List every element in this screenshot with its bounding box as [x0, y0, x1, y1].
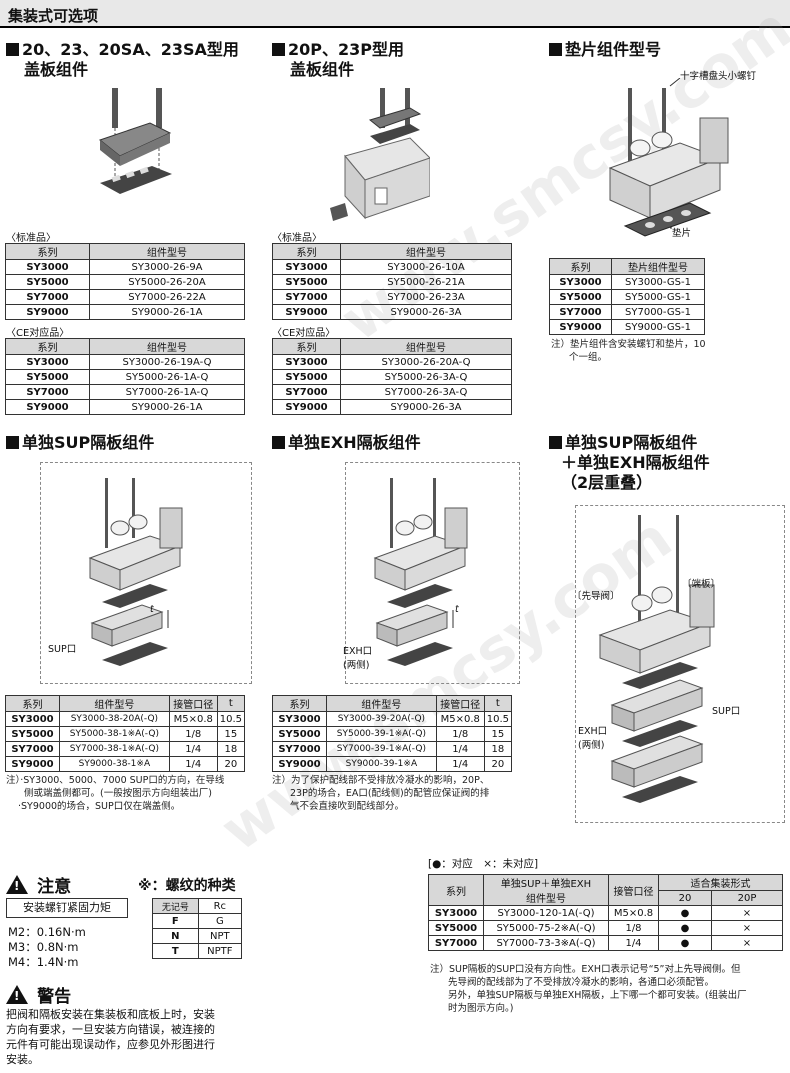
gasket-label: 垫片 — [672, 228, 692, 239]
bullet-square-icon — [549, 43, 562, 56]
section2-title: 20P、23P型用 盖板组件 — [272, 40, 404, 80]
t-dimension-label: t — [455, 604, 459, 615]
section1-std-label: 〈标准品〉 — [6, 233, 56, 244]
sup-port-label: SUP口 — [712, 706, 741, 717]
section5-title: 单独EXH隔板组件 — [272, 433, 421, 453]
pilot-valve-label: 〔先导阀〕 — [572, 591, 620, 602]
section2-ce-label: 〈CE对应品〉 — [272, 328, 336, 339]
section2-std-label: 〈标准品〉 — [272, 233, 322, 244]
torque-box: 安装螺钉紧固力矩 — [6, 898, 128, 918]
gasket-assembly-illustration — [608, 78, 729, 237]
bullet-square-icon — [272, 43, 285, 56]
bullet-square-icon — [6, 436, 19, 449]
stacked-spacer-illustration — [598, 515, 715, 803]
section6-figure-frame — [575, 505, 785, 823]
exh-port-label: EXH口 (两侧) — [578, 726, 608, 751]
torque-values: M2：0.16N·m M3：0.8N·m M4：1.4N·m — [8, 925, 86, 969]
legend-label: [●：对应 ×：未对应] — [428, 858, 539, 870]
section6-title: 单独SUP隔板组件 ＋单独EXH隔板组件 （2层重叠） — [549, 433, 710, 493]
t-dimension-label: t — [150, 604, 154, 615]
end-plate-label: 〔端板〕 — [682, 579, 721, 590]
section1-title: 20、23、20SA、23SA型用 盖板组件 — [6, 40, 239, 80]
cover-plate-20p-illustration — [330, 88, 430, 221]
exh-port-label: EXH口 (两侧) — [343, 646, 373, 671]
thread-title: ※：螺纹的种类 — [138, 878, 236, 894]
section1-ce-label: 〈CE对应品〉 — [6, 328, 70, 339]
screw-label: 十字槽盘头小螺钉 — [680, 71, 757, 82]
exh-spacer-illustration — [373, 478, 468, 666]
section5-note: 注）为了保护配线部不受排放冷凝水的影响，20P、 23P的场合，EA口(配线侧)… — [272, 775, 490, 812]
warning-text: 把阀和隔板安装在集装板和底板上时，安装 方向有要求，一旦安装方向错误，被连接的 … — [6, 1008, 215, 1066]
caution-heading: 注意 — [6, 872, 71, 898]
combo-note: 注）SUP隔板的SUP口没有方向性。EXH口表示记号“5”对上先导阀侧。但 先导… — [430, 964, 747, 1014]
warning-triangle-icon — [6, 875, 28, 894]
bullet-square-icon — [6, 43, 19, 56]
cover-plate-illustration — [98, 88, 172, 194]
page-title: 集装式可选项 — [8, 7, 99, 25]
bullet-square-icon — [549, 436, 562, 449]
section4-title: 单独SUP隔板组件 — [6, 433, 154, 453]
sup-spacer-illustration — [88, 478, 183, 666]
sup-port-label: SUP口 — [48, 644, 77, 655]
section4-note: 注）·SY3000、5000、7000 SUP口的方向，在导线 侧或端盖侧都可。… — [6, 775, 225, 812]
section4-figure-frame — [40, 462, 252, 684]
warning-heading: 警告 — [6, 982, 71, 1008]
section5-figure-frame — [345, 462, 520, 684]
section3-title: 垫片组件型号 — [549, 40, 661, 60]
page-header: 集装式可选项 — [0, 0, 790, 28]
bullet-square-icon — [272, 436, 285, 449]
warning-triangle-icon — [6, 985, 28, 1004]
section3-note: 注）垫片组件含安装螺钉和垫片，10 个一组。 — [551, 339, 706, 363]
